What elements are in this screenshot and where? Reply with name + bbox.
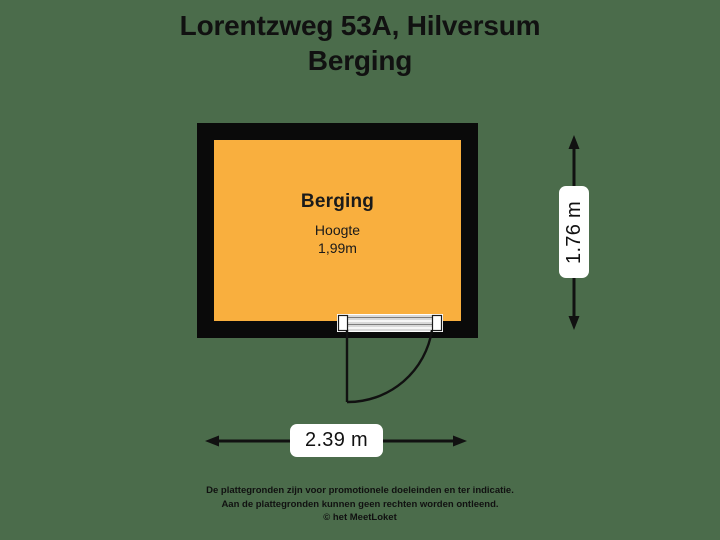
page-title: Lorentzweg 53A, Hilversum Berging [0, 8, 720, 78]
dimension-value-horizontal: 2.39 m [305, 429, 368, 451]
disclaimer-line-2: Aan de plattegronden kunnen geen rechten… [221, 498, 499, 510]
door-leaf-icon [337, 314, 443, 332]
door-opening [337, 313, 443, 333]
title-room: Berging [307, 45, 413, 76]
disclaimer-text: De plattegronden zijn voor promotionele … [0, 484, 720, 525]
dimension-label-vertical: 1.76 m [559, 186, 589, 278]
disclaimer-line-1: De plattegronden zijn voor promotionele … [206, 485, 514, 496]
dimension-value-vertical: 1.76 m [562, 200, 585, 264]
room-interior-berging [214, 140, 461, 321]
dimension-label-horizontal: 2.39 m [290, 424, 383, 457]
title-address: Lorentzweg 53A, Hilversum [179, 10, 541, 41]
disclaimer-copyright: © het MeetLoket [323, 512, 397, 523]
door-swing-arc-icon [345, 330, 434, 404]
